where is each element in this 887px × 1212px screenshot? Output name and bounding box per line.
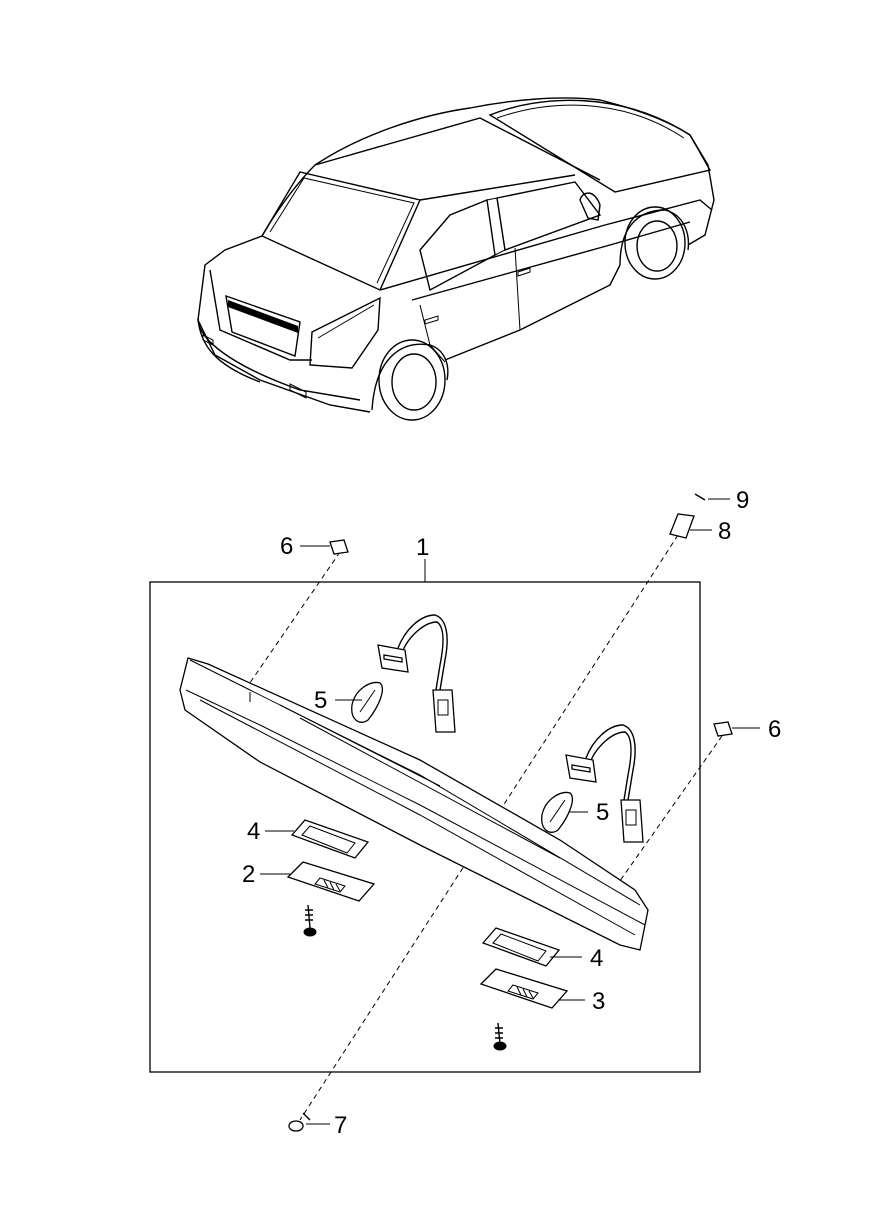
car-illustration	[197, 97, 715, 421]
gasket-right	[481, 927, 561, 967]
screw-7	[288, 1112, 311, 1132]
lens-left	[286, 861, 376, 902]
callout-7: 7	[334, 1112, 347, 1139]
screw-left	[303, 904, 317, 937]
callout-4-right: 4	[590, 945, 603, 972]
callout-5-left: 5	[314, 687, 327, 714]
socket-harness-right	[565, 724, 644, 843]
bulb-right	[541, 791, 573, 833]
clip-6-left	[329, 539, 349, 555]
callout-3: 3	[592, 988, 605, 1015]
lens-right	[479, 968, 569, 1009]
bulb-left	[351, 681, 383, 723]
clip-6-right	[713, 721, 733, 737]
socket-harness-left	[377, 614, 456, 733]
callout-8: 8	[718, 518, 731, 545]
callout-5-right: 5	[596, 799, 609, 826]
callout-4-left: 4	[247, 818, 260, 845]
gasket-left	[290, 819, 370, 859]
callout-2: 2	[242, 861, 255, 888]
pin-9	[694, 493, 706, 501]
grommet-8	[669, 513, 695, 539]
stop-lamp-bar	[179, 657, 649, 951]
screw-right	[493, 1022, 507, 1051]
callout-9: 9	[736, 487, 749, 514]
callout-6-right: 6	[768, 716, 781, 743]
callout-1: 1	[416, 534, 429, 561]
callout-6-left: 6	[280, 533, 293, 560]
